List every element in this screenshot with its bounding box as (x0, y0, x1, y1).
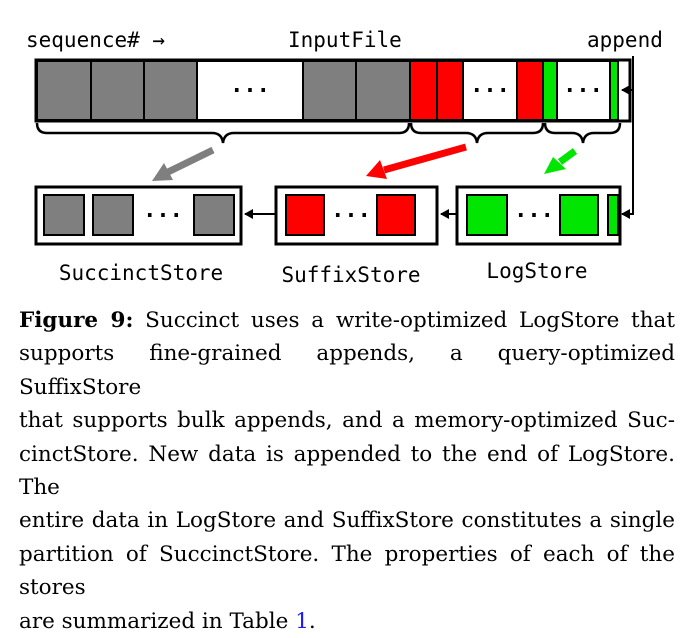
succinctstore-box: ··· (34, 185, 243, 246)
succinctstore-label: SuccinctStore (59, 261, 223, 285)
suffixstore-label: SuffixStore (281, 263, 420, 287)
inputfile-block-suffix (516, 60, 544, 121)
inputfile-block-suffix (409, 60, 438, 121)
caption-line: supports fine-grained appends, a query-o… (19, 341, 675, 400)
suffixstore-box: ··· (274, 185, 439, 246)
caption-line: that supports bulk appends, and a memory… (19, 408, 675, 434)
caption-line-text: Succinct uses a write-optimized LogStore… (145, 308, 676, 333)
caption-line: cinctStore. New data is appended to the … (19, 441, 675, 501)
inputfile-block-suffix (436, 60, 464, 121)
suffixstore-block (376, 194, 416, 236)
caption-line: partition of SuccinctStore. The properti… (19, 541, 675, 601)
inputfile-block-log (542, 60, 558, 121)
succinctstore-ellipsis: ··· (143, 204, 183, 229)
inputfile-block-succinct (90, 60, 145, 121)
caption-line: Figure 9: Succinct uses a write-optimize… (19, 304, 675, 337)
suffixstore-block (285, 194, 325, 236)
logstore-label: LogStore (486, 259, 587, 283)
inputfile-ellipsis: ··· (470, 79, 510, 104)
caption-label: Figure 9: (19, 308, 134, 333)
sequence-label: sequence# → (26, 28, 165, 52)
caption-line: entire data in LogStore and SuffixStore … (19, 508, 675, 534)
succinctstore-block (43, 194, 85, 236)
brace-log (543, 122, 622, 144)
arrow-to-suffixstore (366, 143, 467, 179)
succinctstore-block (193, 194, 235, 236)
inputfile-ellipsis: ··· (230, 79, 270, 104)
arrow-to-logstore (544, 148, 578, 174)
logstore-ellipsis: ··· (514, 204, 554, 229)
append-label: append (587, 28, 663, 52)
inputfile-block-succinct (302, 60, 357, 121)
inputfile-block-succinct (36, 60, 92, 121)
inputfile-block-succinct (143, 60, 198, 121)
brace-succinct (35, 122, 411, 144)
figure-caption: Figure 9: Succinct uses a write-optimize… (19, 304, 675, 638)
logstore-block (559, 194, 599, 236)
append-arrow-log (621, 90, 634, 219)
inputfile-label: InputFile (288, 28, 402, 52)
inputfile-block-succinct (355, 60, 411, 121)
inputfile-ellipsis: ··· (563, 79, 603, 104)
braces (35, 122, 622, 144)
caption-end: . (308, 608, 316, 634)
inputfile-block-log (609, 60, 619, 121)
arrow-to-succinctstore (152, 146, 215, 181)
logstore-block (466, 194, 508, 236)
suffixstore-ellipsis: ··· (331, 204, 371, 229)
table-reference-link[interactable]: 1 (295, 608, 309, 634)
brace-suffix (409, 122, 545, 144)
logstore-box: ··· (455, 185, 622, 246)
architecture-diagram: sequence# → InputFile append ··· ··· ··· (26, 28, 663, 287)
inputfile-bar: ··· ··· ··· (34, 58, 632, 123)
succinctstore-block (92, 194, 134, 236)
caption-line: are summarized in Table 1. (19, 605, 675, 638)
logstore-block (607, 194, 619, 236)
caption-line-text: are summarized in Table (19, 608, 296, 634)
